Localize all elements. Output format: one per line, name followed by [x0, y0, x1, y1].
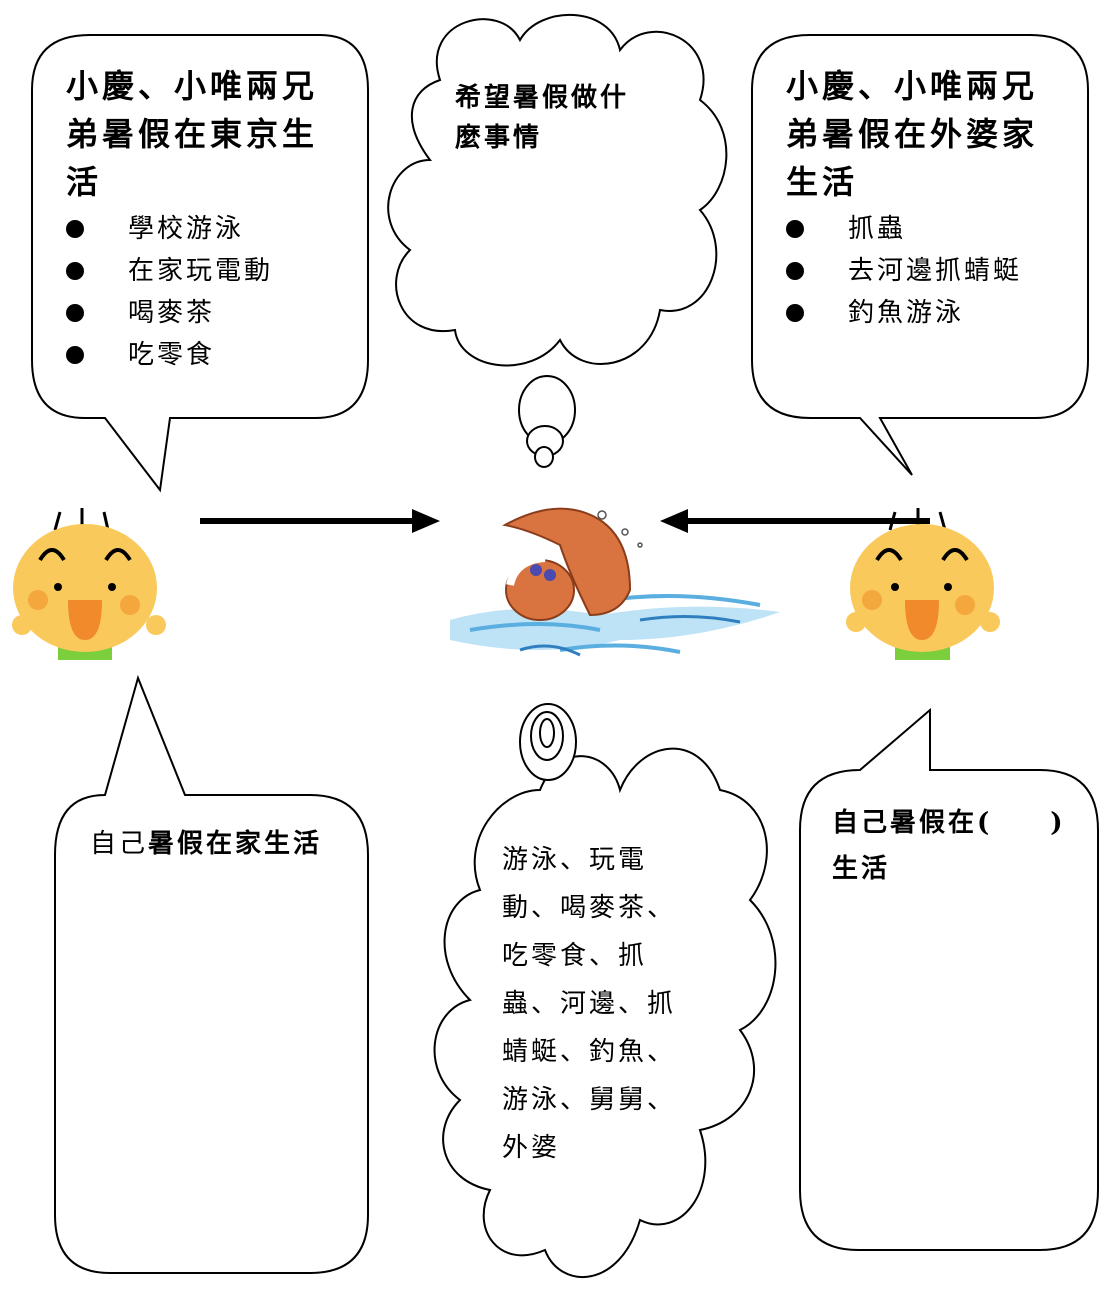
child-left-illustration: [12, 508, 166, 660]
list-item: 學校游泳: [66, 208, 336, 250]
bubble-self-home-prefix: 自己: [90, 829, 149, 859]
speech-bubble-grandma: [751, 34, 1089, 476]
child-right-illustration: [846, 508, 1000, 660]
list-item-label: 喝麥茶: [128, 298, 216, 328]
bubble-grandma-list: 抓蟲 去河邊抓蜻蜓 釣魚游泳: [786, 208, 1061, 334]
list-item-label: 釣魚游泳: [848, 298, 965, 328]
list-item: 吃零食: [66, 334, 336, 376]
thought-cloud-bottom: [433, 703, 777, 1279]
thought-cloud-top: [387, 13, 728, 468]
speech-bubble-self-home: [54, 674, 369, 1274]
bubble-tokyo-title: 小慶、小唯兩兄弟暑假在東京生活: [66, 67, 319, 201]
cloud-top-text: 希望暑假做什麼事情: [455, 83, 630, 153]
bubble-self-home-main: 暑假在家生活: [148, 829, 323, 859]
list-item: 抓蟲: [786, 208, 1061, 250]
bullet-icon: [66, 346, 84, 364]
speech-bubble-tokyo: [31, 34, 369, 493]
bubble-self-blank-text: 自己暑假在( ) 生活: [832, 800, 1082, 892]
list-item: 喝麥茶: [66, 292, 336, 334]
bullet-icon: [66, 220, 84, 238]
arrow-left-to-center: [200, 509, 440, 533]
list-item-label: 在家玩電動: [128, 256, 274, 286]
bullet-icon: [66, 262, 84, 280]
cloud-bottom-text: 游泳、玩電動、喝麥茶、吃零食、抓蟲、河邊、抓蜻蜓、釣魚、游泳、舅舅、外婆: [502, 845, 677, 1163]
bullet-icon: [786, 220, 804, 238]
bubble-grandma-content: 小慶、小唯兩兄弟暑假在外婆家生活 抓蟲 去河邊抓蜻蜓 釣魚游泳: [786, 62, 1061, 334]
list-item-label: 抓蟲: [848, 214, 907, 244]
bubble-self-blank-line1: 自己暑假在( ): [832, 808, 1066, 838]
list-item-label: 吃零食: [128, 340, 216, 370]
arrow-right-to-center: [660, 509, 930, 533]
bubble-tokyo-content: 小慶、小唯兩兄弟暑假在東京生活 學校游泳 在家玩電動 喝麥茶 吃零食: [66, 62, 336, 376]
bullet-icon: [786, 262, 804, 280]
speech-bubble-self-blank: [799, 707, 1099, 1251]
bubble-grandma-title: 小慶、小唯兩兄弟暑假在外婆家生活: [786, 67, 1039, 201]
swimmer-illustration: [450, 507, 780, 657]
list-item: 在家玩電動: [66, 250, 336, 292]
list-item: 去河邊抓蜻蜓: [786, 250, 1061, 292]
bubble-tokyo-list: 學校游泳 在家玩電動 喝麥茶 吃零食: [66, 208, 336, 376]
bullet-icon: [66, 304, 84, 322]
list-item-label: 去河邊抓蜻蜓: [848, 256, 1023, 286]
bullet-icon: [786, 304, 804, 322]
bubble-self-blank-line2: 生活: [832, 854, 891, 884]
bubble-self-home-text: 自己暑假在家生活: [90, 824, 330, 864]
list-item-label: 學校游泳: [128, 214, 245, 244]
list-item: 釣魚游泳: [786, 292, 1061, 334]
